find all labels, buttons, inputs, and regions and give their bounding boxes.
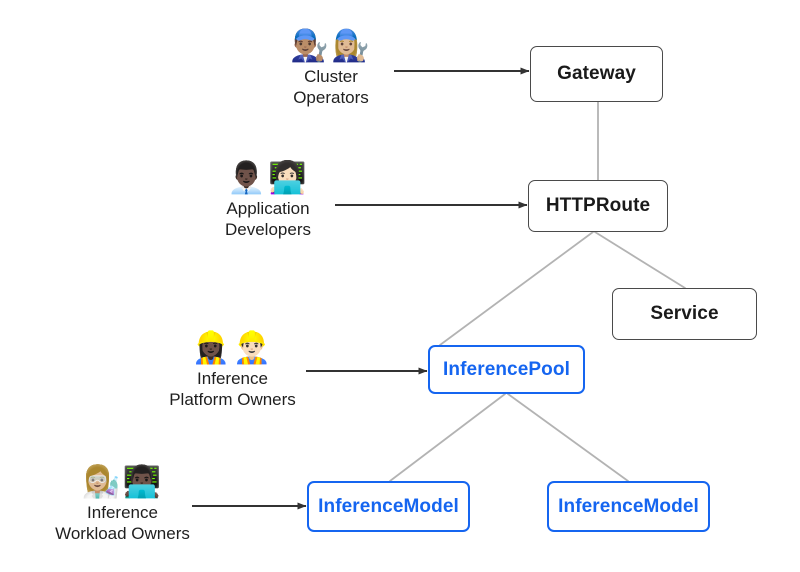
persona-label: Cluster Operators xyxy=(293,67,369,107)
man-office-worker-icon woman-technologist-icon: 👨🏿‍💼👩🏻‍💻 xyxy=(227,160,309,196)
node-label: InferenceModel xyxy=(318,495,459,517)
edge-httproute-inferencepool xyxy=(439,231,594,346)
persona-label: Inference Workload Owners xyxy=(55,503,190,543)
node-service[interactable]: Service xyxy=(612,288,757,340)
edge-inferencepool-inferencemodel2 xyxy=(507,393,629,482)
node-label: InferenceModel xyxy=(558,495,699,517)
man-mechanic-icon woman-mechanic-icon: 👨🏽‍🔧👩🏼‍🔧 xyxy=(290,28,372,64)
edge-httproute-service xyxy=(594,231,686,289)
node-httproute[interactable]: HTTPRoute xyxy=(528,180,668,232)
woman-construction-worker-icon man-construction-worker-icon: 👷🏿‍♀️👷🏻‍♂️ xyxy=(191,330,274,366)
node-inferencemodel-2[interactable]: InferenceModel xyxy=(547,481,710,532)
persona-label: Inference Platform Owners xyxy=(169,369,296,409)
node-inferencepool[interactable]: InferencePool xyxy=(428,345,585,394)
persona-inference-platform-owners: 👷🏿‍♀️👷🏻‍♂️ Inference Platform Owners xyxy=(160,330,305,410)
persona-application-developers: 👨🏿‍💼👩🏻‍💻 Application Developers xyxy=(203,160,333,240)
persona-cluster-operators: 👨🏽‍🔧👩🏼‍🔧 Cluster Operators xyxy=(266,28,396,108)
node-label: InferencePool xyxy=(443,358,570,380)
node-gateway[interactable]: Gateway xyxy=(530,46,663,102)
node-inferencemodel-1[interactable]: InferenceModel xyxy=(307,481,470,532)
woman-scientist-icon man-technologist-icon: 👩🏼‍🔬👨🏿‍💻 xyxy=(81,464,164,500)
persona-label: Application Developers xyxy=(225,199,311,239)
node-label: Gateway xyxy=(557,63,636,84)
node-label: HTTPRoute xyxy=(545,195,651,216)
node-label: Service xyxy=(650,303,719,324)
edge-inferencepool-inferencemodel1 xyxy=(389,393,506,482)
persona-inference-workload-owners: 👩🏼‍🔬👨🏿‍💻 Inference Workload Owners xyxy=(50,464,195,544)
